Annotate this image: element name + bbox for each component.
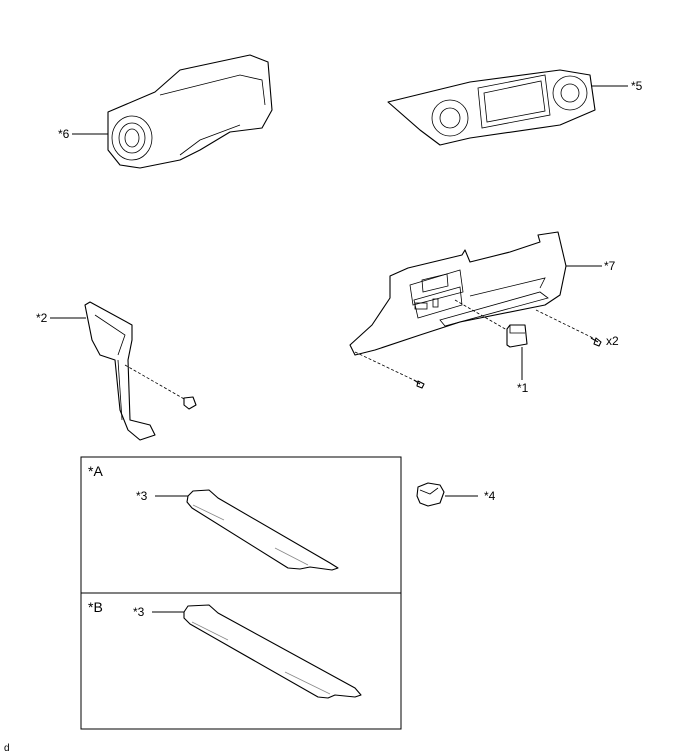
part-3-scuff-plate-b [183, 604, 362, 699]
part-7-lower-instrument-panel [349, 231, 567, 356]
variant-b-label: *B [88, 599, 103, 615]
quantity-label: x2 [606, 334, 619, 348]
clip-icon [183, 396, 197, 410]
footer-code: d [4, 743, 10, 754]
part-2-pillar-garnish [84, 301, 156, 441]
callout-3b: *3 [133, 605, 145, 619]
callout-5: *5 [631, 79, 643, 93]
part-6-meter-cluster-panel [107, 54, 273, 169]
screw-icon [413, 379, 425, 389]
callout-7: *7 [604, 259, 616, 273]
part-5-center-cluster-panel [387, 69, 596, 146]
part-3-scuff-plate-a [186, 489, 339, 571]
part-4-clip [416, 482, 445, 507]
callout-1: *1 [517, 381, 529, 395]
variant-a-label: *A [88, 463, 103, 479]
callout-2: *2 [36, 311, 48, 325]
callout-6: *6 [58, 127, 70, 141]
callout-4: *4 [484, 489, 496, 503]
callout-3a: *3 [136, 489, 148, 503]
part-1-switch [506, 324, 528, 348]
screw-icon [590, 337, 602, 347]
